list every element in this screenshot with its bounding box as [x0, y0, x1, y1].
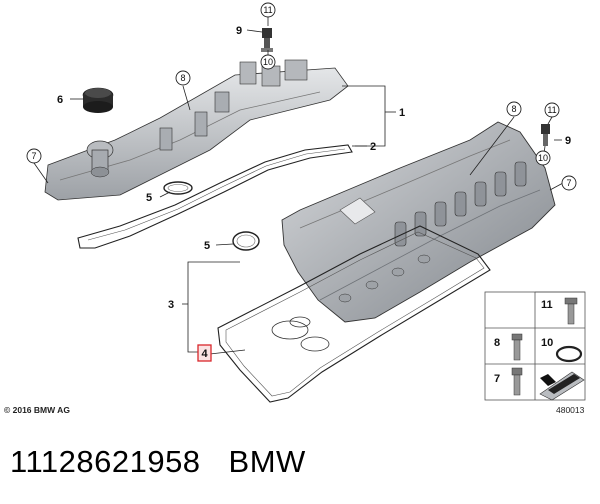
callout-5-left: 5	[146, 192, 152, 204]
legend-gasket-section-icon	[539, 371, 585, 401]
sensor-right	[541, 124, 550, 146]
callout-10-top: 10	[263, 57, 273, 67]
legend-label-11: 11	[541, 299, 553, 311]
callout-6: 6	[57, 94, 63, 106]
callout-1: 1	[399, 107, 405, 119]
legend-screw-11-icon	[564, 297, 578, 325]
callout-5-mid: 5	[204, 240, 210, 252]
legend-stud-7-icon	[511, 367, 523, 396]
callout-4: 4	[201, 348, 208, 360]
leader-lines	[33, 17, 564, 355]
callout-10-right: 10	[538, 153, 548, 163]
callout-8-right: 8	[511, 104, 516, 114]
copyright-text: © 2016 BMW AG	[4, 405, 70, 415]
legend-grid	[484, 291, 586, 401]
right-valve-cover	[281, 121, 556, 323]
oil-filler-cap	[82, 87, 114, 113]
callout-9-top: 9	[236, 25, 242, 37]
exploded-parts-diagram: 9 11 10 6 8 7 5 1 2 5 8 11 9 10 7 3 4 11…	[26, 2, 586, 403]
legend-seal-ring-10-icon	[555, 345, 583, 363]
seal-ring-mid	[232, 231, 260, 251]
legend-label-8: 8	[494, 337, 500, 349]
callout-7-right: 7	[566, 178, 571, 188]
callout-8-left: 8	[180, 73, 185, 83]
callout-11-top: 11	[263, 5, 272, 15]
legend-label-10: 10	[541, 337, 553, 349]
callout-3: 3	[168, 299, 174, 311]
seal-ring-left	[163, 181, 193, 195]
callout-7-left: 7	[31, 151, 36, 161]
image-number: 480013	[556, 405, 585, 415]
legend-bolt-8-icon	[511, 333, 523, 361]
right-cover-gasket	[217, 225, 491, 403]
callout-11-right: 11	[547, 105, 556, 115]
part-caption: 11128621958 BMW	[10, 444, 334, 480]
sensor-top	[261, 28, 273, 52]
coil-tube-row	[394, 161, 527, 247]
callout-9-right: 9	[565, 135, 571, 147]
callout-2: 2	[370, 141, 376, 153]
left-valve-cover	[44, 59, 349, 201]
part-number: 11128621958	[10, 444, 201, 479]
highlight-box-4	[197, 344, 212, 362]
left-cover-gasket	[77, 144, 353, 249]
brand-name: BMW	[228, 444, 306, 479]
legend-label-7: 7	[494, 373, 500, 385]
